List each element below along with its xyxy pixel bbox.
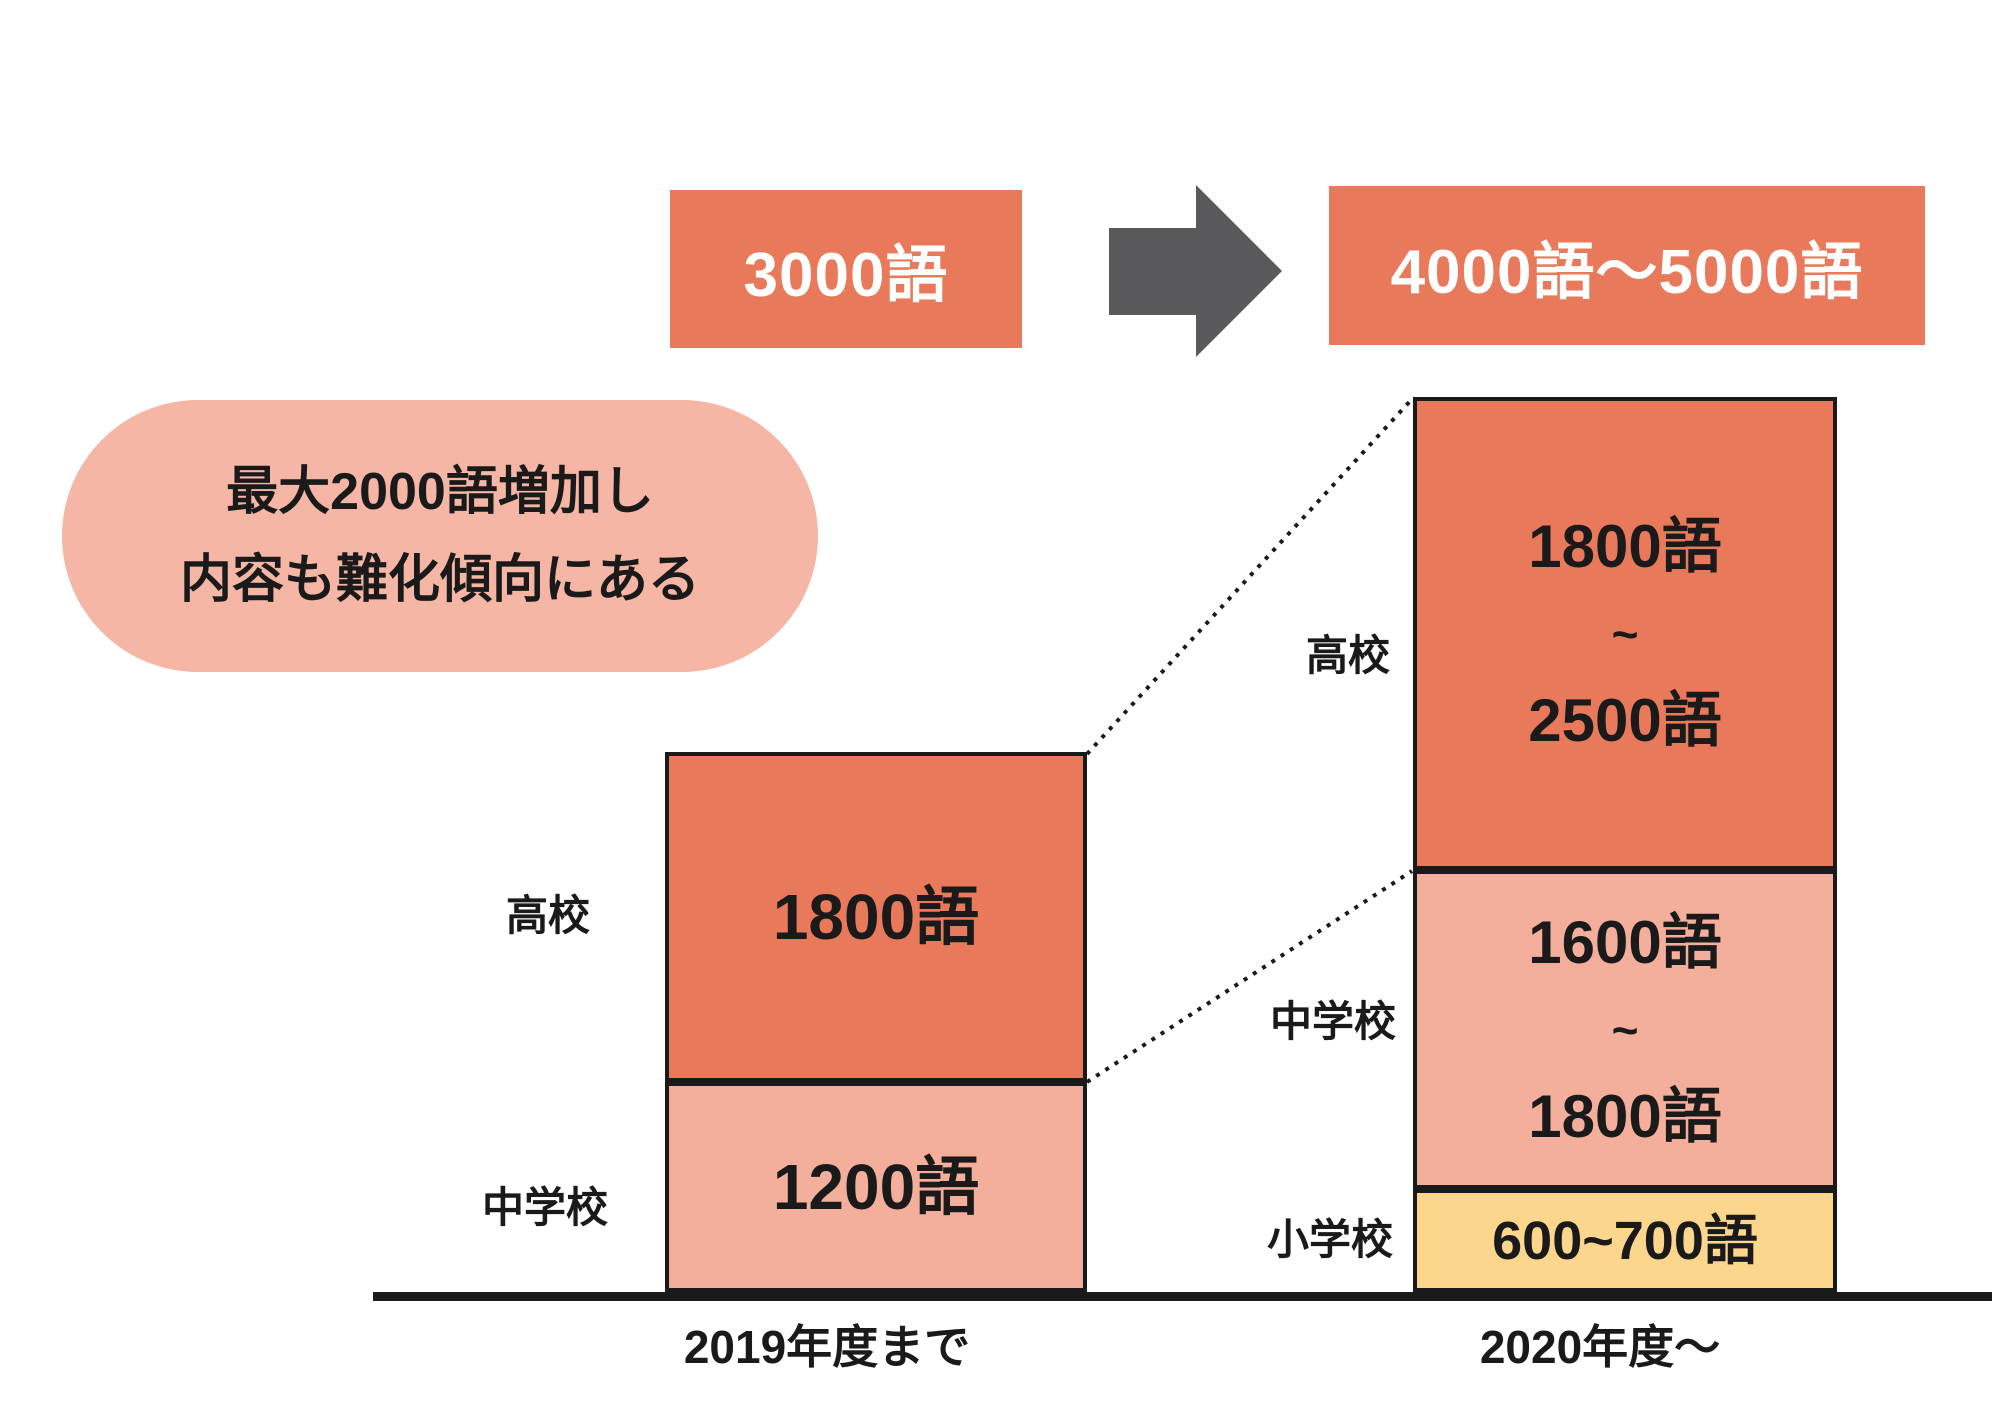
label-2019-juniorhigh: 中学校: [481, 1184, 608, 1231]
segment-2020-juniorhigh-value-max: 1800語: [1528, 1082, 1722, 1150]
segment-2019-highschool-value: 1800語: [772, 881, 980, 953]
segment-2020-highschool-value-min: 1800語: [1528, 512, 1722, 580]
label-2020-elementary: 小学校: [1266, 1216, 1393, 1263]
segment-2020-elementary: 600~700語: [1413, 1189, 1837, 1292]
arrow-right-icon: [1109, 185, 1282, 357]
total-before-label: 3000語: [743, 241, 949, 310]
callout-line-1: 最大2000語増加し: [226, 463, 654, 521]
total-after-box: 4000語〜5000語: [1329, 186, 1925, 345]
segment-2020-elementary-value: 600~700語: [1492, 1210, 1758, 1271]
segment-2020-juniorhigh: 1600語 ~ 1800語: [1413, 870, 1837, 1189]
axis-label-2019: 2019年度まで: [683, 1321, 971, 1373]
segment-2019-highschool: 1800語: [665, 752, 1087, 1082]
label-2019-highschool: 高校: [505, 892, 590, 939]
label-2020-highschool: 高校: [1305, 632, 1390, 679]
callout-bubble: 最大2000語増加し 内容も難化傾向にある: [62, 400, 818, 672]
axis-label-2020: 2020年度〜: [1479, 1321, 1721, 1373]
segment-2019-juniorhigh: 1200語: [665, 1082, 1087, 1292]
segment-2019-juniorhigh-value: 1200語: [772, 1151, 980, 1223]
connector-lower-dotted-line: [1085, 869, 1414, 1084]
segment-2020-highschool-tilde: ~: [1611, 607, 1639, 660]
segment-2020-juniorhigh-value-min: 1600語: [1528, 908, 1722, 976]
total-before-box: 3000語: [670, 190, 1022, 348]
label-2020-juniorhigh: 中学校: [1269, 998, 1396, 1045]
total-after-label: 4000語〜5000語: [1390, 237, 1864, 307]
axis-baseline: [373, 1292, 1992, 1301]
segment-2020-juniorhigh-tilde: ~: [1611, 1003, 1639, 1056]
callout-line-2: 内容も難化傾向にある: [179, 551, 700, 609]
segment-2020-highschool-value-max: 2500語: [1528, 686, 1722, 754]
connector-upper-dotted-line: [1085, 397, 1414, 756]
segment-2020-highschool: 1800語 ~ 2500語: [1413, 397, 1837, 870]
